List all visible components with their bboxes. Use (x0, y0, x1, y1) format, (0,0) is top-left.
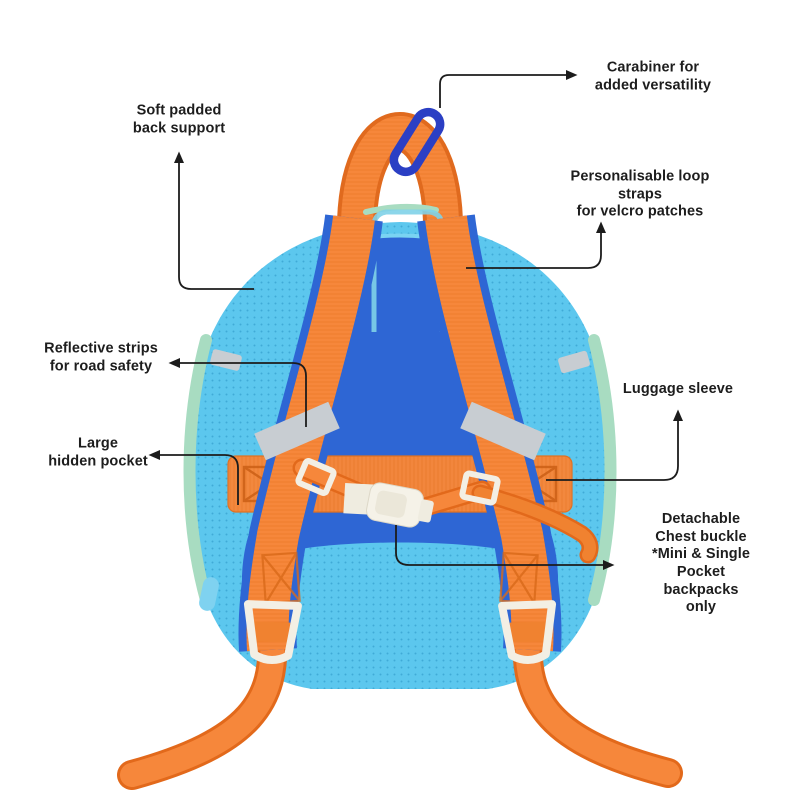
arrow-carabiner (439, 70, 578, 108)
body-reflective-right (558, 350, 590, 374)
arrow-luggage-sleeve (546, 409, 683, 481)
label-chest-buckle: Detachable Chest buckle *Mini & Single P… (651, 510, 751, 616)
arrow-chest-buckle (395, 525, 615, 570)
backpack-body (183, 222, 617, 689)
side-gusset-left (183, 334, 212, 606)
carabiner (389, 107, 445, 177)
body-reflective-left (210, 349, 242, 371)
gusset-end-cap (199, 577, 219, 611)
label-back-support: Soft padded back support (132, 102, 226, 136)
chest-buckle (343, 482, 434, 528)
label-reflective-strips: Reflective strips for road safety (44, 340, 158, 374)
strap-reflective-right (460, 401, 546, 461)
chest-strap (292, 458, 599, 564)
callout-arrows (148, 70, 683, 570)
top-handle (336, 112, 464, 241)
strap-adjuster-right (498, 600, 557, 664)
top-edge-piping (363, 203, 439, 215)
arrow-hidden-pocket (148, 450, 239, 505)
label-luggage-sleeve: Luggage sleeve (622, 381, 734, 398)
strap-adjuster-left (243, 600, 302, 664)
label-hidden-pocket: Large hidden pocket (48, 435, 148, 469)
arrow-loop-straps (466, 221, 606, 269)
label-loop-straps: Personalisable loop straps for velcro pa… (570, 168, 710, 220)
arrow-reflective (168, 358, 307, 427)
chest-strap-slider-left (295, 458, 337, 496)
strap-reflective-left (254, 401, 340, 461)
side-gusset-right (588, 334, 617, 606)
arrow-back-support (174, 151, 254, 290)
label-carabiner: Carabiner for added versatility (594, 59, 712, 93)
chest-strap-slider-right (459, 470, 501, 506)
